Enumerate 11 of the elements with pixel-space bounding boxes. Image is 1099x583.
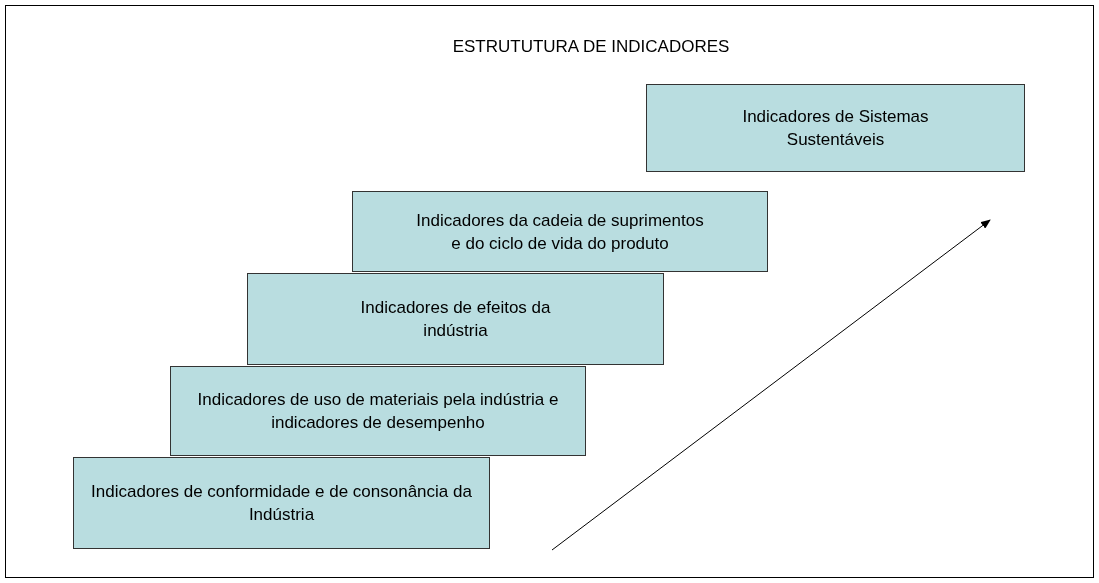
box-label: Indicadores de conformidade e de consonância da Indústria <box>90 481 473 526</box>
indicator-box <box>352 191 768 272</box>
box-label: Indicadores da cadeia de suprimentos e do ciclo de vida do produto <box>415 209 705 255</box>
box-label: Indicadores de uso de materiais pela indústria e indicadores de desempenho <box>196 389 560 434</box>
diagram-title: ESTRUTUTURA DE INDICADORES <box>451 36 731 58</box>
box-label: Indicadores de efeitos da indústria <box>359 297 552 342</box>
indicator-box <box>646 84 1025 172</box>
indicator-box <box>73 457 490 549</box>
indicator-box <box>170 366 586 456</box>
indicator-box <box>247 273 664 365</box>
box-label: Indicadores de Sistemas Sustentáveis <box>741 106 930 151</box>
